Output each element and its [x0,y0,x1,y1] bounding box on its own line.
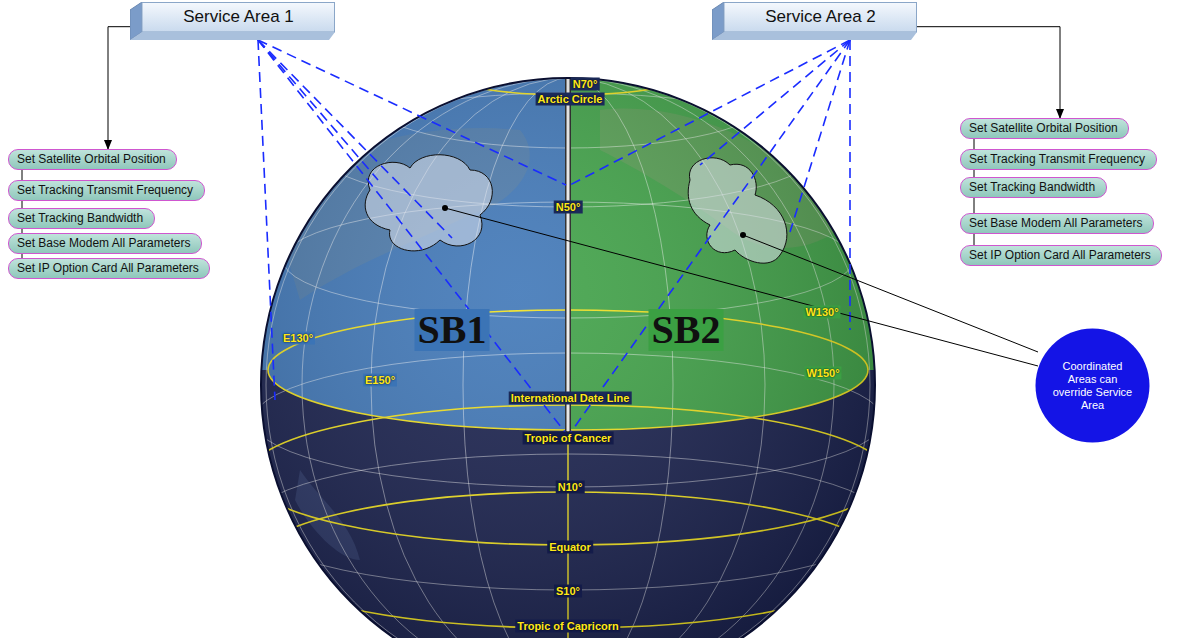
parameter-pill: Set Satellite Orbital Position [960,118,1129,139]
parameter-pill: Set IP Option Card All Parameters [960,245,1162,266]
coverage-line [258,40,378,180]
leader-line [445,208,1038,366]
map-label: Tropic of Cancer [523,432,614,445]
node-text: Set Satellite Orbital Position [961,120,1126,137]
node-text: Coordinated Areas can override Service A… [1053,360,1133,412]
leader-lines [445,208,1038,366]
connector [974,170,975,177]
coverage-line [849,40,851,330]
service-area-box: Service Area 2 [712,2,917,40]
parameter-pill: Set Tracking Transmit Frequency [960,149,1157,170]
connector [108,27,130,149]
parameter-pill: Set Tracking Bandwidth [960,177,1107,198]
map-label: W130° [803,306,840,319]
circle-fill [1036,329,1150,443]
bevel-front [142,3,335,33]
coverage-line [570,40,850,185]
connector [974,234,975,245]
node-text: Set IP Option Card All Parameters [9,260,207,277]
parameter-pill: Set Base Modem All Parameters [960,213,1154,234]
callout-circle: Coordinated Areas can override Service A… [1035,328,1150,443]
map-label: N50° [554,201,583,214]
region-label: SB1 [415,309,490,351]
globe-body [261,78,875,638]
map-label: N70° [571,78,600,91]
coverage-line [258,40,566,185]
globe-outline [261,78,875,638]
node-text: Set Tracking Transmit Frequency [9,182,201,199]
map-label: E150° [363,374,397,387]
area-center-dot [740,232,746,238]
parameter-pill: Set Satellite Orbital Position [8,149,177,170]
node-text: Set Tracking Bandwidth [9,210,151,227]
connector [22,170,23,180]
map-label: E130° [281,332,315,345]
region-label: SB2 [649,309,724,351]
coordinated-area [688,158,787,263]
bevel-bottom [712,32,917,40]
coverage-line [700,40,850,165]
parameter-pill: Set Tracking Transmit Frequency [8,180,205,201]
coverage-line [258,40,275,400]
bevel-front [724,3,917,33]
connector [22,201,23,208]
parameter-pill: Set Tracking Bandwidth [8,208,155,229]
map-label: S10° [554,585,582,598]
node-text: Set Satellite Orbital Position [9,151,174,168]
node-text: Set IP Option Card All Parameters [961,247,1159,264]
map-label: Tropic of Capricorn [515,620,620,633]
bevel-bottom [130,32,335,40]
coverage-line [571,40,850,432]
map-label: Arctic Circle [536,93,605,106]
map-label: W150° [804,367,841,380]
connector [974,198,975,213]
node-text: Set Base Modem All Parameters [9,235,198,252]
coverage-line [790,40,850,232]
connector [917,27,1060,118]
node-text: Service Area 1 [183,7,294,27]
parameter-pill: Set Base Modem All Parameters [8,233,202,254]
map-label: N10° [556,481,585,494]
node-text: Service Area 2 [765,7,876,27]
service-area-box: Service Area 1 [130,2,335,40]
globe-surface [240,0,900,638]
parameter-pill: Set IP Option Card All Parameters [8,258,210,279]
connector [974,139,975,149]
map-label: International Date Line [509,392,632,405]
map-label: Equator [547,541,593,554]
coverage-line [258,40,565,432]
graticule [250,52,886,638]
coverage-lines [258,40,850,432]
area-center-dot [442,205,448,211]
node-text: Set Base Modem All Parameters [961,215,1150,232]
node-text: Set Tracking Bandwidth [961,179,1103,196]
node-text: Set Tracking Transmit Frequency [961,151,1153,168]
globe-shading [261,78,875,638]
coverage-line [258,40,452,238]
